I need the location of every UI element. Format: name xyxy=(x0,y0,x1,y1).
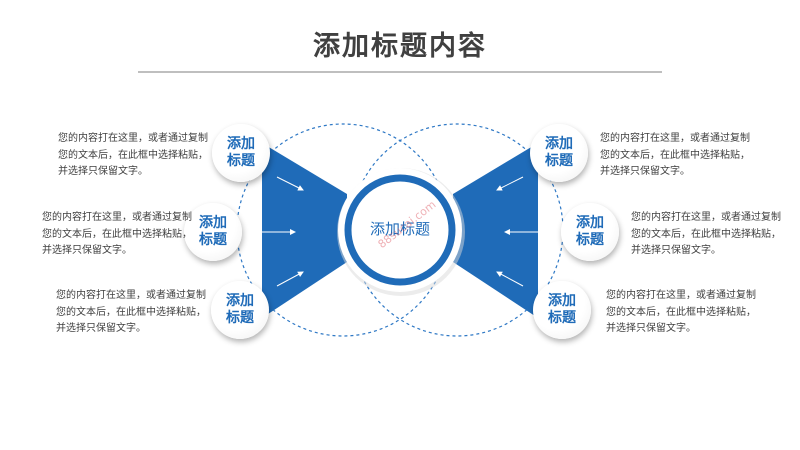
arrow-left-bottom xyxy=(276,271,304,287)
description-left-middle: 您的内容打在这里，或者通过复制您的文本后，在此框中选择粘贴，并选择只保留文字。 xyxy=(42,212,192,256)
node-label: 添加标题 xyxy=(545,136,573,169)
node-left-middle[interactable]: 添加标题 xyxy=(184,203,242,261)
description-right-bottom: 您的内容打在这里，或者通过复制您的文本后，在此框中选择粘贴，并选择只保留文字。 xyxy=(606,290,756,334)
description-right-top: 您的内容打在这里，或者通过复制您的文本后，在此框中选择粘贴，并选择只保留文字。 xyxy=(600,133,750,177)
node-right-middle[interactable]: 添加标题 xyxy=(561,203,619,261)
page-title: 添加标题内容 xyxy=(313,31,487,62)
arrow-right-top xyxy=(496,176,524,191)
title-divider xyxy=(138,71,662,73)
center-ring xyxy=(344,174,456,286)
node-label: 添加标题 xyxy=(226,293,254,326)
arrow-left-top xyxy=(276,176,304,191)
right-wing xyxy=(453,143,538,318)
description-left-bottom: 您的内容打在这里，或者通过复制您的文本后，在此框中选择粘贴，并选择只保留文字。 xyxy=(56,290,206,334)
node-right-bottom[interactable]: 添加标题 xyxy=(533,281,591,339)
description-left-top: 您的内容打在这里，或者通过复制您的文本后，在此框中选择粘贴，并选择只保留文字。 xyxy=(58,133,208,177)
left-wing xyxy=(262,143,347,318)
node-label: 添加标题 xyxy=(227,136,255,169)
node-label: 添加标题 xyxy=(548,293,576,326)
node-left-top[interactable]: 添加标题 xyxy=(212,124,270,182)
node-label: 添加标题 xyxy=(199,215,227,248)
node-left-bottom[interactable]: 添加标题 xyxy=(211,281,269,339)
center-label: 添加标题 xyxy=(369,220,430,238)
arrow-right-bottom xyxy=(496,271,524,287)
description-right-middle: 您的内容打在这里，或者通过复制您的文本后，在此框中选择粘贴，并选择只保留文字。 xyxy=(631,212,781,256)
node-label: 添加标题 xyxy=(576,215,604,248)
node-right-top[interactable]: 添加标题 xyxy=(530,124,588,182)
center-inner xyxy=(354,184,446,276)
